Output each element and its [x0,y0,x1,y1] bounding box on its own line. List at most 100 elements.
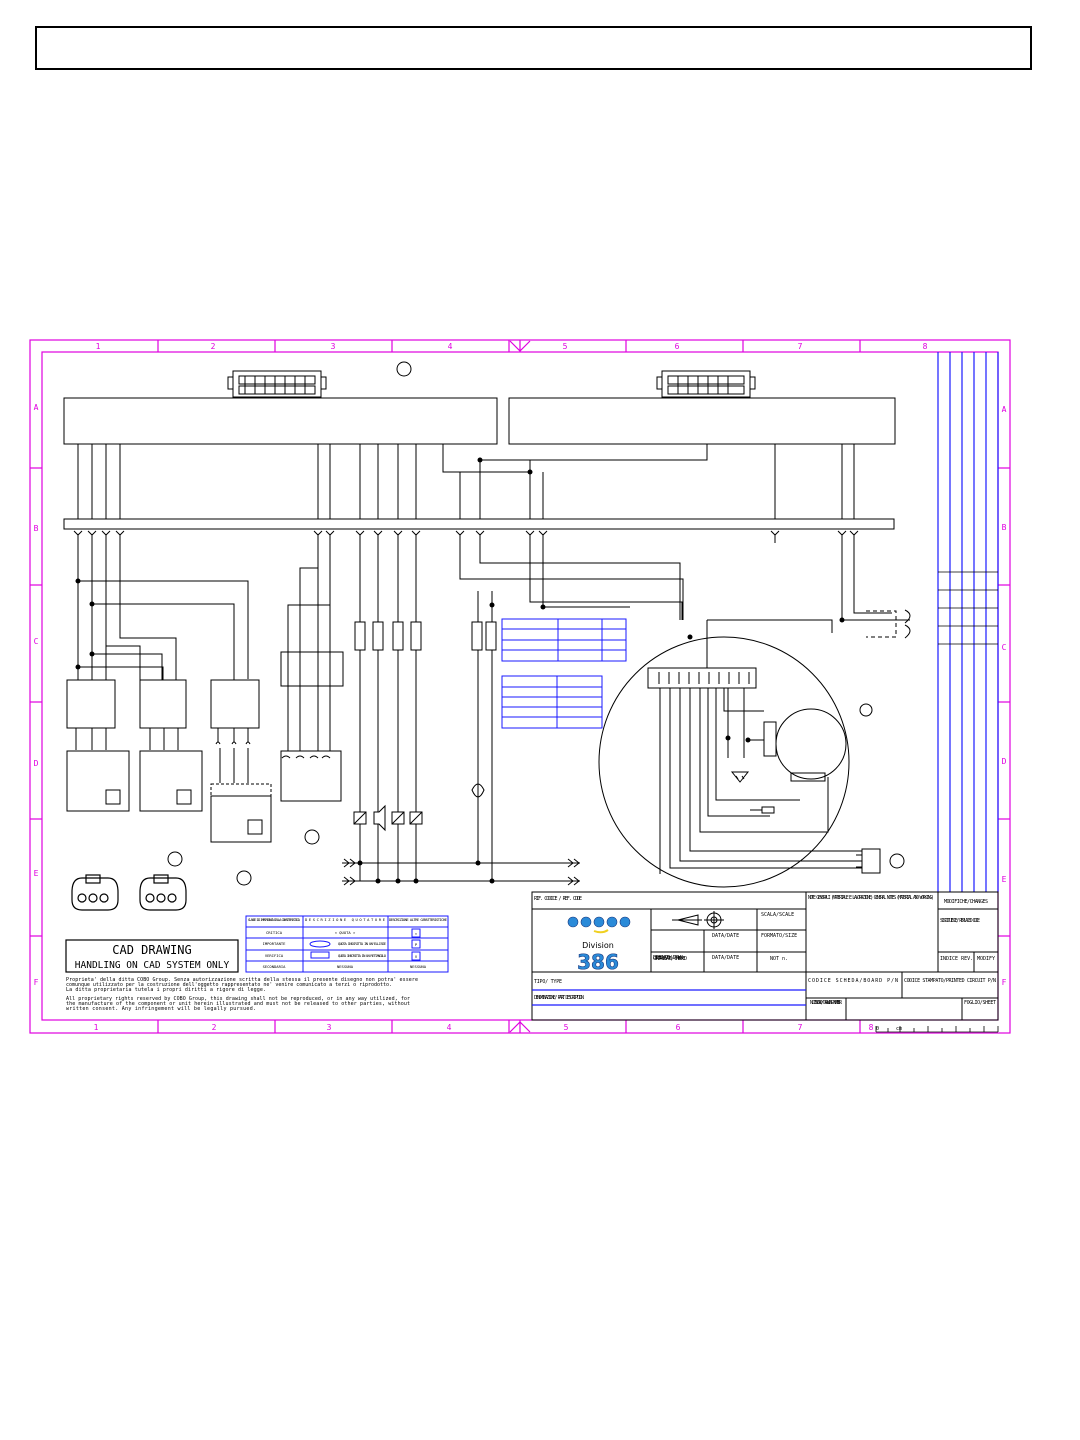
cad-notice-title: CAD DRAWING [112,943,191,957]
zone-col-bottom: 8 [869,1023,874,1032]
junction-dots [75,457,845,884]
board-pn-label: CODICE SCHEDA/BOARD P/N [808,978,898,984]
notice-en-line: the manufacture of the component or unit… [66,1001,410,1007]
zone-col-top: 4 [448,342,453,351]
zone-col-bottom: 4 [447,1023,452,1032]
board-right [508,397,896,445]
legend-class: VERIFICA [265,953,284,958]
size-label: FORMATO/SIZE [761,933,797,939]
notice-en-line: written consent. Any infringement will b… [66,1006,256,1012]
zone-col-top: 1 [96,342,101,351]
zone-col-top: 3 [331,342,336,351]
schematic [63,361,911,888]
zone-col-bottom: 5 [564,1023,569,1032]
legend-symbol: V [415,954,418,959]
date-label: DATA/DATE [712,955,739,961]
zone-row-left: E [34,869,39,878]
ref-code-label: RIF. CODICE / REF. CODE [534,896,582,902]
zone-row-right: E [1002,875,1007,884]
legend-symbol: P [415,942,418,947]
connector-icons [71,874,187,911]
legend-symbol: « [415,931,417,936]
cad-notice-subtitle: HANDLING ON CAD SYSTEM ONLY [75,960,230,971]
legend-class: CRITICA [266,930,283,935]
legend-header: DESCRIZIONE ALTRE CARATTERISTICHE [389,917,448,922]
zone-col-bottom: 6 [676,1023,681,1032]
title-block [531,891,999,1021]
zone-col-bottom: 2 [212,1023,217,1032]
revision-grid [938,571,998,893]
projection-symbol [672,911,724,929]
zone-row-left: F [34,978,39,987]
board-left [63,397,498,445]
zone-col-bottom: 1 [94,1023,99,1032]
revision-columns [937,352,999,892]
modify-label: MODIFY [977,956,995,962]
zone-col-bottom: 7 [798,1023,803,1032]
scale-label: SCALA/SCALE [761,912,794,918]
legend-desc: NESSUNA [337,964,354,969]
zone-col-top: 6 [675,342,680,351]
scale-bar [875,1026,999,1033]
part-description-label: DENOMINAZIONE/ PART DESCRIPTION [534,995,584,1001]
scale-bar-start: 0 [876,1026,879,1032]
zone-col-top: 5 [563,342,568,351]
replaced-code-label: SOSTITUISCE/ REPLACED CODE [940,918,980,924]
general-notes-label: NOTE GENERALI (MATERIALE E LAVORAZIONE) … [808,895,934,901]
legend-header: DESCRIZIONE QUOTATURE [305,917,386,922]
zone-row-left: D [34,759,39,768]
index-rev-label: INDICE REV. [940,956,973,962]
notice-en-line: All proprietary rights reserved by COBO … [66,996,410,1002]
title-block-text: RIF. CODICE / REF. CODE DISEGNATO/ DRAWN… [534,895,996,1032]
zone-row-left: C [34,637,39,646]
terminal-chevrons [73,530,859,536]
zone-row-right: B [1002,523,1007,532]
notice-it-line: La ditta proprietaria tutela i propri di… [66,987,266,993]
division-label: Division [582,941,614,950]
terminal-strip [63,518,895,530]
zone-row-left: A [34,403,39,412]
connector-left-top [227,370,327,398]
legend-desc: QUOTA INSCRITTA IN UN RETTANGOLO [338,953,387,958]
drawing-number-label: N.DISEGNO/ DRAWING NUMBER [810,1000,843,1006]
checked-label: CONTROLLATO/ CHECKED [653,956,687,962]
not-n-label: NOT n. [770,956,788,962]
cobo-logo: Division 386 [567,916,631,974]
connector-right-top [656,370,756,398]
legend-desc: « QUOTA » [335,930,356,935]
zone-labels: 1 2 3 4 5 6 7 8 1 2 3 4 5 6 7 8 A B C D … [34,342,1007,1032]
scale-bar-unit: cm [896,1026,902,1032]
changes-label: MODIFICHE/CHANGES [944,899,988,905]
type-label: TIPO/ TYPE [534,979,562,985]
characteristics-legend: CLASSE DI IMPORTANZA DELLA CARATTERISTIC… [245,915,449,973]
legend-header: CLASSE DI IMPORTANZA DELLA CARATTERISTIC… [248,917,301,922]
legend-desc: QUOTA INSCRITTA IN UN'ELLISSE [338,941,387,946]
title-block-blue [532,989,806,1006]
notice-it-line: Proprieta' della ditta COBO Group. Senza… [66,977,418,983]
notice-it-line: comunque utilizzato per la costruzione d… [66,982,392,988]
date-label: DATA/DATE [712,933,739,939]
circuit-pn-label: CODICE STAMPATO/PRINTED CIRCUIT P/N [904,978,996,984]
legend-symbol: NESSUNA [410,964,427,969]
header-box [35,26,1032,70]
zone-row-left: B [34,524,39,533]
division-number: 386 [577,950,619,974]
legend-class: SECONDARIA [263,964,287,969]
zone-col-top: 2 [211,342,216,351]
drawn-label: DISEGNATO/ DRAWN [653,955,683,961]
zone-col-top: 7 [798,342,803,351]
property-notice: Proprieta' della ditta COBO Group. Senza… [66,977,418,1012]
zone-row-right: A [1002,405,1007,414]
zone-row-right: D [1002,757,1007,766]
zone-col-bottom: 3 [327,1023,332,1032]
zone-col-top: 8 [923,342,928,351]
zone-row-right: C [1002,643,1007,652]
motor-detail-circle [598,636,850,888]
legend-class: IMPORTANTE [263,941,287,946]
pin-tables [501,618,627,729]
sheet-label: FOGLIO/SHEET [964,1000,996,1006]
zone-row-right: F [1002,978,1007,987]
cad-notice: CAD DRAWING HANDLING ON CAD SYSTEM ONLY [65,939,239,973]
